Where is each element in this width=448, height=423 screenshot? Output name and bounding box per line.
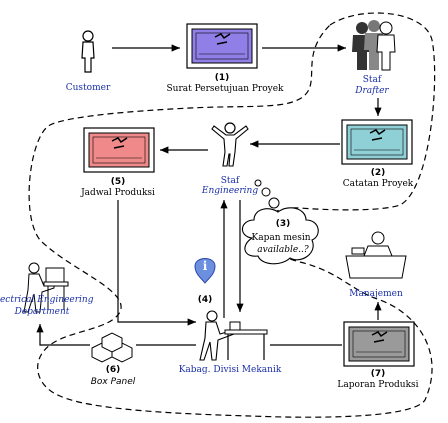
- box-panel-number: (6): [106, 365, 121, 375]
- boundary-dashed: [28, 12, 436, 418]
- drafter-label-1: Staf: [363, 75, 382, 85]
- jadwal-produksi-doc: [83, 127, 155, 173]
- info-number: (4): [198, 295, 213, 305]
- manajemen-figure: [345, 231, 407, 279]
- doc5-number: (5): [111, 177, 126, 187]
- doc2-number: (2): [371, 168, 386, 178]
- doc2-label: Catatan Proyek: [343, 179, 414, 189]
- box-panel-icon: [91, 332, 133, 363]
- doc7-label: Laporan Produksi: [337, 380, 418, 390]
- laporan-produksi-doc: [343, 321, 415, 367]
- engineering-label-2: Engineering: [201, 186, 258, 196]
- manajemen-label: Manajemen: [349, 289, 403, 299]
- kabag-label: Kabag. Divisi Mekanik: [179, 365, 282, 375]
- electrical-figure: [23, 262, 69, 313]
- info-icon: i: [194, 258, 216, 284]
- customer-figure: [81, 30, 95, 73]
- box-panel-label: Box Panel: [91, 377, 136, 387]
- thought-line-2: available..?: [257, 245, 309, 255]
- staf-drafter-figure: [352, 20, 396, 71]
- doc1-label: Surat Persetujuan Proyek: [167, 84, 285, 94]
- customer-label: Customer: [66, 83, 111, 93]
- engineering-label-1: Staf: [221, 176, 240, 186]
- thought-line-1: Kapan mesin: [251, 233, 310, 243]
- thought-bubble: [241, 179, 319, 265]
- arrow-boxpanel-electrical: [36, 324, 90, 346]
- catatan-proyek-doc: [341, 119, 413, 165]
- electrical-label-2: Department: [14, 307, 70, 317]
- arrow-doc5-kabag: [117, 200, 196, 326]
- drafter-label-2: Drafter: [354, 86, 389, 96]
- surat-persetujuan-doc: [186, 23, 258, 69]
- electrical-label-1: Electrical Engineering: [0, 295, 94, 305]
- doc1-number: (1): [215, 73, 230, 83]
- kabag-figure: [199, 310, 268, 361]
- doc7-number: (7): [371, 369, 386, 379]
- svg-text:i: i: [203, 259, 208, 273]
- thought-number: (3): [276, 219, 291, 229]
- doc5-label: Jadwal Produksi: [80, 188, 155, 198]
- staf-engineering-figure: [211, 122, 249, 167]
